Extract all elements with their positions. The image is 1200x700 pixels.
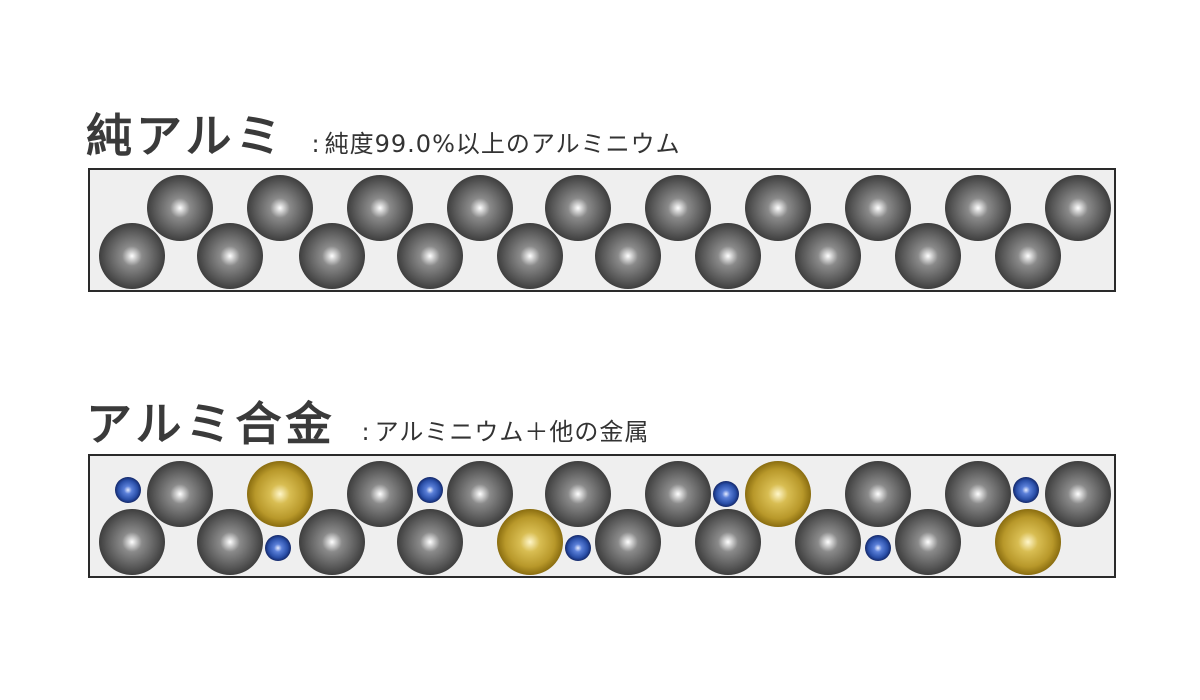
aluminum-alloy-description: :アルミニウム＋他の金属 xyxy=(362,412,650,447)
separator-colon: : xyxy=(361,418,371,446)
aluminum-atom xyxy=(895,509,961,575)
other-metal-atom-blue xyxy=(115,477,141,503)
aluminum-atom xyxy=(99,509,165,575)
aluminum-atom xyxy=(745,175,811,241)
aluminum-alloy-heading: アルミ合金 :アルミニウム＋他の金属 xyxy=(86,388,649,454)
aluminum-atom xyxy=(347,461,413,527)
aluminum-atom xyxy=(197,509,263,575)
aluminum-atom xyxy=(795,509,861,575)
aluminum-atom xyxy=(299,509,365,575)
aluminum-atom xyxy=(995,223,1061,289)
other-metal-atom-blue xyxy=(265,535,291,561)
aluminum-atom xyxy=(645,175,711,241)
other-metal-atom-gold xyxy=(247,461,313,527)
aluminum-atom xyxy=(1045,461,1111,527)
aluminum-atom xyxy=(545,175,611,241)
other-metal-atom-gold xyxy=(497,509,563,575)
pure-aluminum-description-text: 純度99.0%以上のアルミニウム xyxy=(324,130,681,158)
other-metal-atom-blue xyxy=(865,535,891,561)
pure-aluminum-heading: 純アルミ :純度99.0%以上のアルミニウム xyxy=(86,100,681,166)
aluminum-atom xyxy=(795,223,861,289)
aluminum-atom xyxy=(695,509,761,575)
other-metal-atom-gold xyxy=(995,509,1061,575)
aluminum-atom xyxy=(147,175,213,241)
aluminum-alloy-atom-diagram xyxy=(99,461,1111,575)
separator-colon: : xyxy=(311,130,321,158)
aluminum-atom xyxy=(595,509,661,575)
aluminum-alloy-description-text: アルミニウム＋他の金属 xyxy=(374,418,650,446)
aluminum-atom xyxy=(895,223,961,289)
aluminum-atom xyxy=(447,175,513,241)
aluminum-alloy-panel xyxy=(88,454,1116,578)
aluminum-atom xyxy=(695,223,761,289)
pure-aluminum-title: 純アルミ xyxy=(86,109,286,163)
aluminum-atom xyxy=(845,461,911,527)
aluminum-atom xyxy=(945,175,1011,241)
other-metal-atom-gold xyxy=(745,461,811,527)
aluminum-atom xyxy=(99,223,165,289)
aluminum-atom xyxy=(497,223,563,289)
other-metal-atom-blue xyxy=(417,477,443,503)
aluminum-atom xyxy=(299,223,365,289)
pure-aluminum-description: :純度99.0%以上のアルミニウム xyxy=(312,124,681,159)
aluminum-atom xyxy=(147,461,213,527)
aluminum-atom xyxy=(845,175,911,241)
aluminum-atom xyxy=(545,461,611,527)
pure-aluminum-atom-diagram xyxy=(99,175,1111,289)
aluminum-atom xyxy=(595,223,661,289)
other-metal-atom-blue xyxy=(713,481,739,507)
aluminum-atom xyxy=(447,461,513,527)
aluminum-atom xyxy=(347,175,413,241)
aluminum-atom xyxy=(397,223,463,289)
aluminum-atom xyxy=(645,461,711,527)
aluminum-atom xyxy=(1045,175,1111,241)
aluminum-atom xyxy=(197,223,263,289)
aluminum-atom xyxy=(945,461,1011,527)
pure-aluminum-panel xyxy=(88,168,1116,292)
aluminum-alloy-title: アルミ合金 xyxy=(86,397,336,451)
other-metal-atom-blue xyxy=(565,535,591,561)
other-metal-atom-blue xyxy=(1013,477,1039,503)
aluminum-atom xyxy=(247,175,313,241)
aluminum-atom xyxy=(397,509,463,575)
